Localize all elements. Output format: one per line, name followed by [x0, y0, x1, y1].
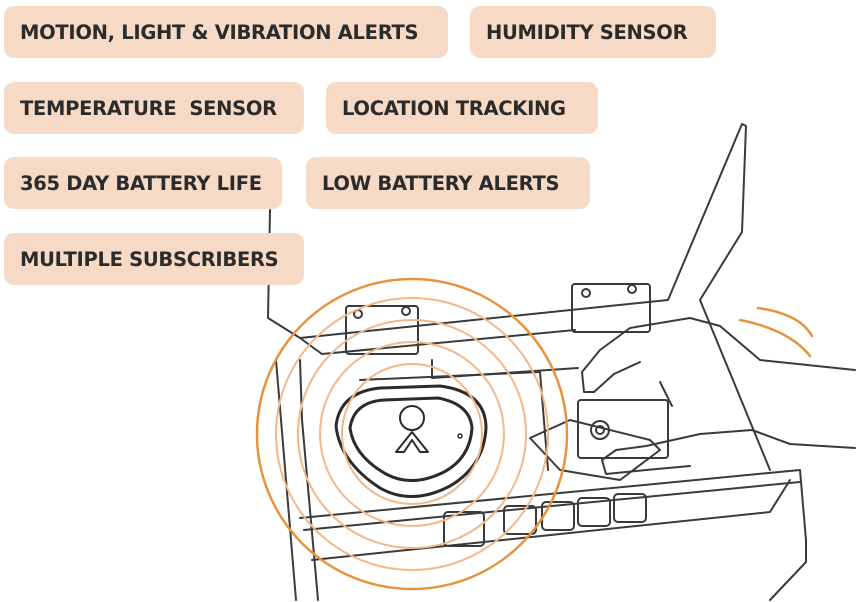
- signal-waves-icon: [255, 277, 569, 591]
- tray: [529, 399, 669, 481]
- feature-multiple-subscribers: MULTIPLE SUBSCRIBERS: [4, 233, 304, 285]
- hand-icon: [581, 317, 856, 475]
- safe-hinge: [571, 283, 651, 333]
- feature-low-battery-alerts: LOW BATTERY ALERTS: [306, 157, 590, 209]
- vibration-icon: [738, 306, 814, 358]
- feature-humidity-sensor: HUMIDITY SENSOR: [470, 6, 716, 58]
- safe-lid: [267, 123, 747, 355]
- feature-location-tracking: LOCATION TRACKING: [326, 82, 598, 134]
- feature-battery-life: 365 DAY BATTERY LIFE: [4, 157, 282, 209]
- feature-motion-light-vibration-alerts: MOTION, LIGHT & VIBRATION ALERTS: [4, 6, 448, 58]
- keypad: [443, 493, 647, 547]
- feature-temperature-sensor: TEMPERATURE SENSOR: [4, 82, 304, 134]
